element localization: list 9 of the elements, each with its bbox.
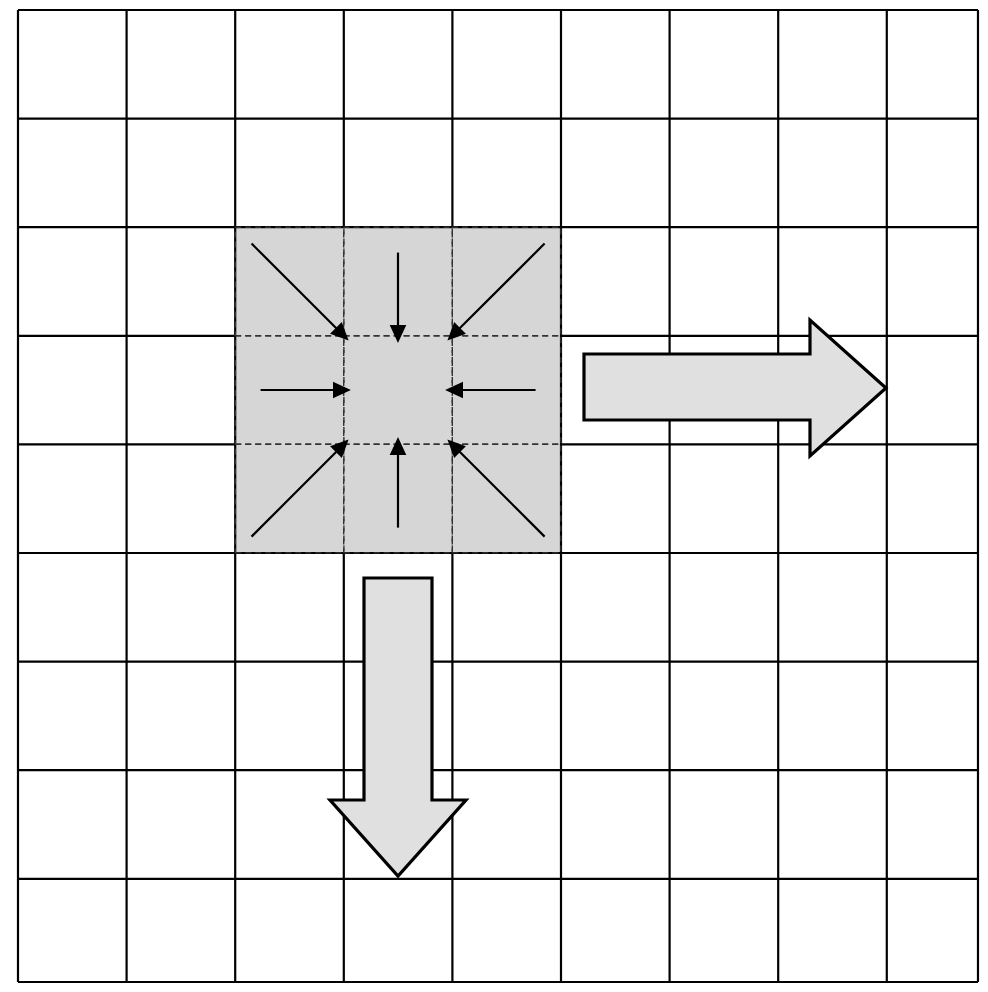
grid-cell — [451, 226, 562, 337]
grid-cell — [343, 443, 453, 554]
grid-cell — [234, 226, 345, 337]
grid-cell — [343, 226, 453, 337]
grid-cell — [234, 443, 345, 554]
grid-cell — [451, 443, 562, 554]
grid-cell — [343, 335, 453, 445]
grid-cell — [234, 335, 345, 445]
grid-cell — [451, 335, 562, 445]
